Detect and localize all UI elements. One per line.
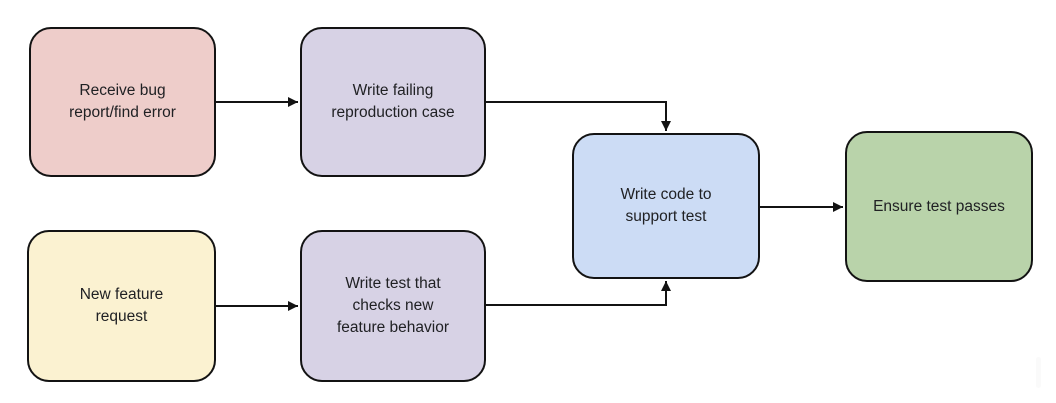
node-label: Receive bug report/find error <box>69 82 176 121</box>
node-write-test-checks-behavior: Write test that checks new feature behav… <box>300 230 486 382</box>
node-write-failing-reproduction: Write failing reproduction case <box>300 27 486 177</box>
node-label: New feature request <box>79 286 164 325</box>
node-label: Write test that checks new feature behav… <box>336 275 450 336</box>
node-label: Write failing reproduction case <box>331 82 455 121</box>
node-receive-bug-report: Receive bug report/find error <box>29 27 216 177</box>
node-label: Write code to support test <box>620 186 712 225</box>
node-ensure-test-passes: Ensure test passes <box>845 131 1033 282</box>
node-new-feature-request: New feature request <box>27 230 216 382</box>
node-label: Ensure test passes <box>873 197 1005 215</box>
edge-write-test-to-write-code <box>486 281 671 306</box>
edge-write-failing-to-write-code <box>486 101 671 131</box>
node-write-code-support-test: Write code to support test <box>572 133 760 279</box>
faint-scrollbar-artifact <box>1036 357 1041 388</box>
